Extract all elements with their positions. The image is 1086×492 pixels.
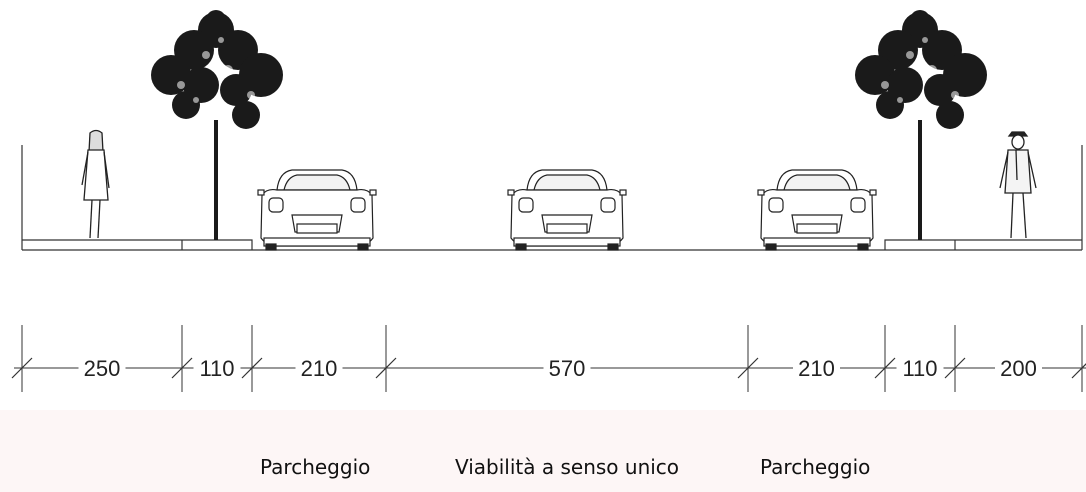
car-icon bbox=[507, 169, 627, 251]
right-sidewalk bbox=[884, 239, 1082, 250]
dimension-label: 200 bbox=[1000, 356, 1037, 381]
zone-label-roadway: Viabilità a senso unico bbox=[455, 455, 680, 479]
dimension-label: 210 bbox=[301, 356, 338, 381]
tree-icon bbox=[855, 10, 987, 240]
car-icon bbox=[257, 169, 377, 251]
zone-label-left-parking: Parcheggio bbox=[260, 455, 371, 479]
pedestrian-icon bbox=[999, 131, 1037, 239]
bottom-band bbox=[0, 410, 1086, 492]
zone-label-right-parking: Parcheggio bbox=[760, 455, 871, 479]
dimension-label: 250 bbox=[84, 356, 121, 381]
dimension-chain: 250 110 210 570 210 110 200 bbox=[11, 325, 1086, 392]
dimension-label: 570 bbox=[549, 356, 586, 381]
car-icon bbox=[757, 169, 877, 251]
dimension-label: 110 bbox=[199, 356, 234, 381]
dimension-label: 110 bbox=[902, 356, 937, 381]
left-sidewalk bbox=[22, 239, 253, 250]
ground-profile bbox=[21, 145, 1083, 251]
pedestrian-icon bbox=[81, 129, 110, 239]
dimension-label: 210 bbox=[798, 356, 835, 381]
tree-icon bbox=[151, 10, 283, 240]
